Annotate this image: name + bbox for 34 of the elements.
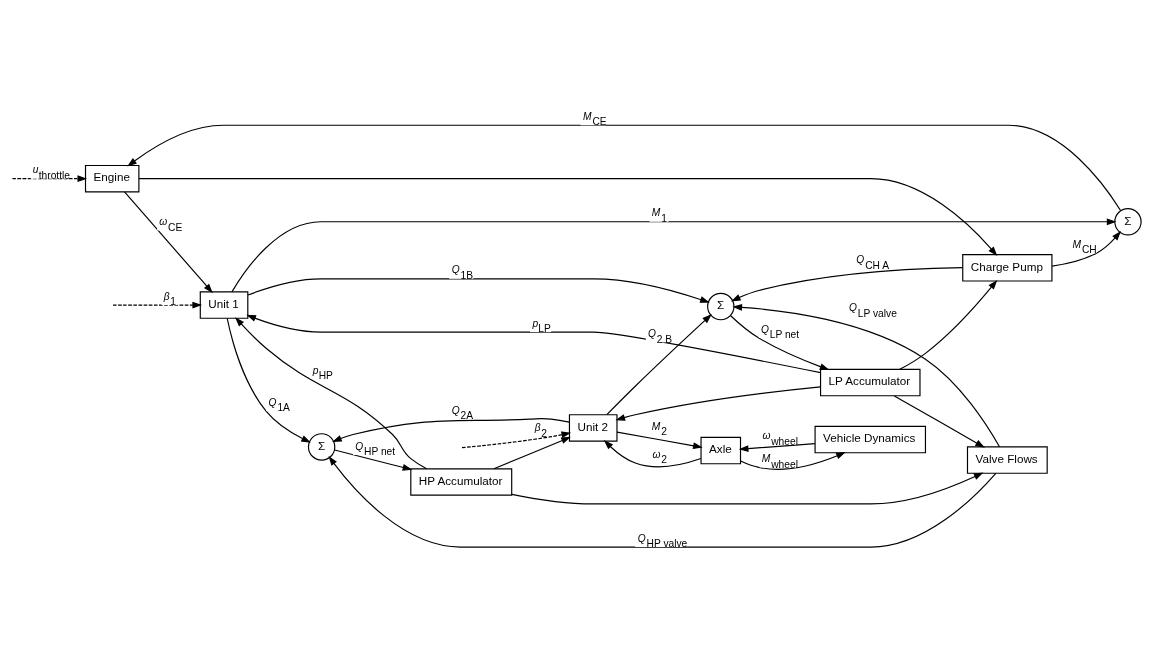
arrow [1051, 230, 1121, 267]
arrow [493, 430, 572, 469]
node-box: Unit 2 [568, 413, 618, 442]
node-box: HP Accumulator [410, 467, 513, 496]
arrow [731, 266, 964, 301]
node-box: Valve Flows [966, 445, 1048, 474]
arrow [112, 301, 203, 308]
arrow [231, 217, 1117, 292]
arrow [123, 190, 213, 293]
node-box: Vehicle Dynamics [814, 425, 927, 453]
arrow [461, 430, 572, 448]
arrow [247, 277, 710, 303]
arrow [616, 431, 703, 449]
arrow [893, 394, 985, 448]
arrow [127, 124, 1122, 211]
arrow [226, 317, 311, 443]
arrow [603, 439, 702, 467]
node-circle: Σ [707, 292, 735, 320]
arrow [615, 385, 821, 421]
arrow [235, 316, 428, 469]
node-box: Axle [700, 436, 742, 464]
arrow [511, 472, 984, 505]
arrow [138, 177, 998, 256]
node-box: LP Accumulator [819, 368, 921, 396]
node-circle: Σ [1114, 207, 1142, 235]
arrow [606, 313, 712, 415]
node-box: Charge Pump [962, 253, 1053, 282]
arrow [730, 314, 830, 370]
node-circle: Σ [307, 432, 336, 461]
node-box: Engine [84, 164, 140, 192]
arrow [334, 448, 413, 471]
arrow [738, 442, 816, 452]
arrow [899, 279, 998, 370]
node-box: Unit 1 [199, 290, 249, 319]
